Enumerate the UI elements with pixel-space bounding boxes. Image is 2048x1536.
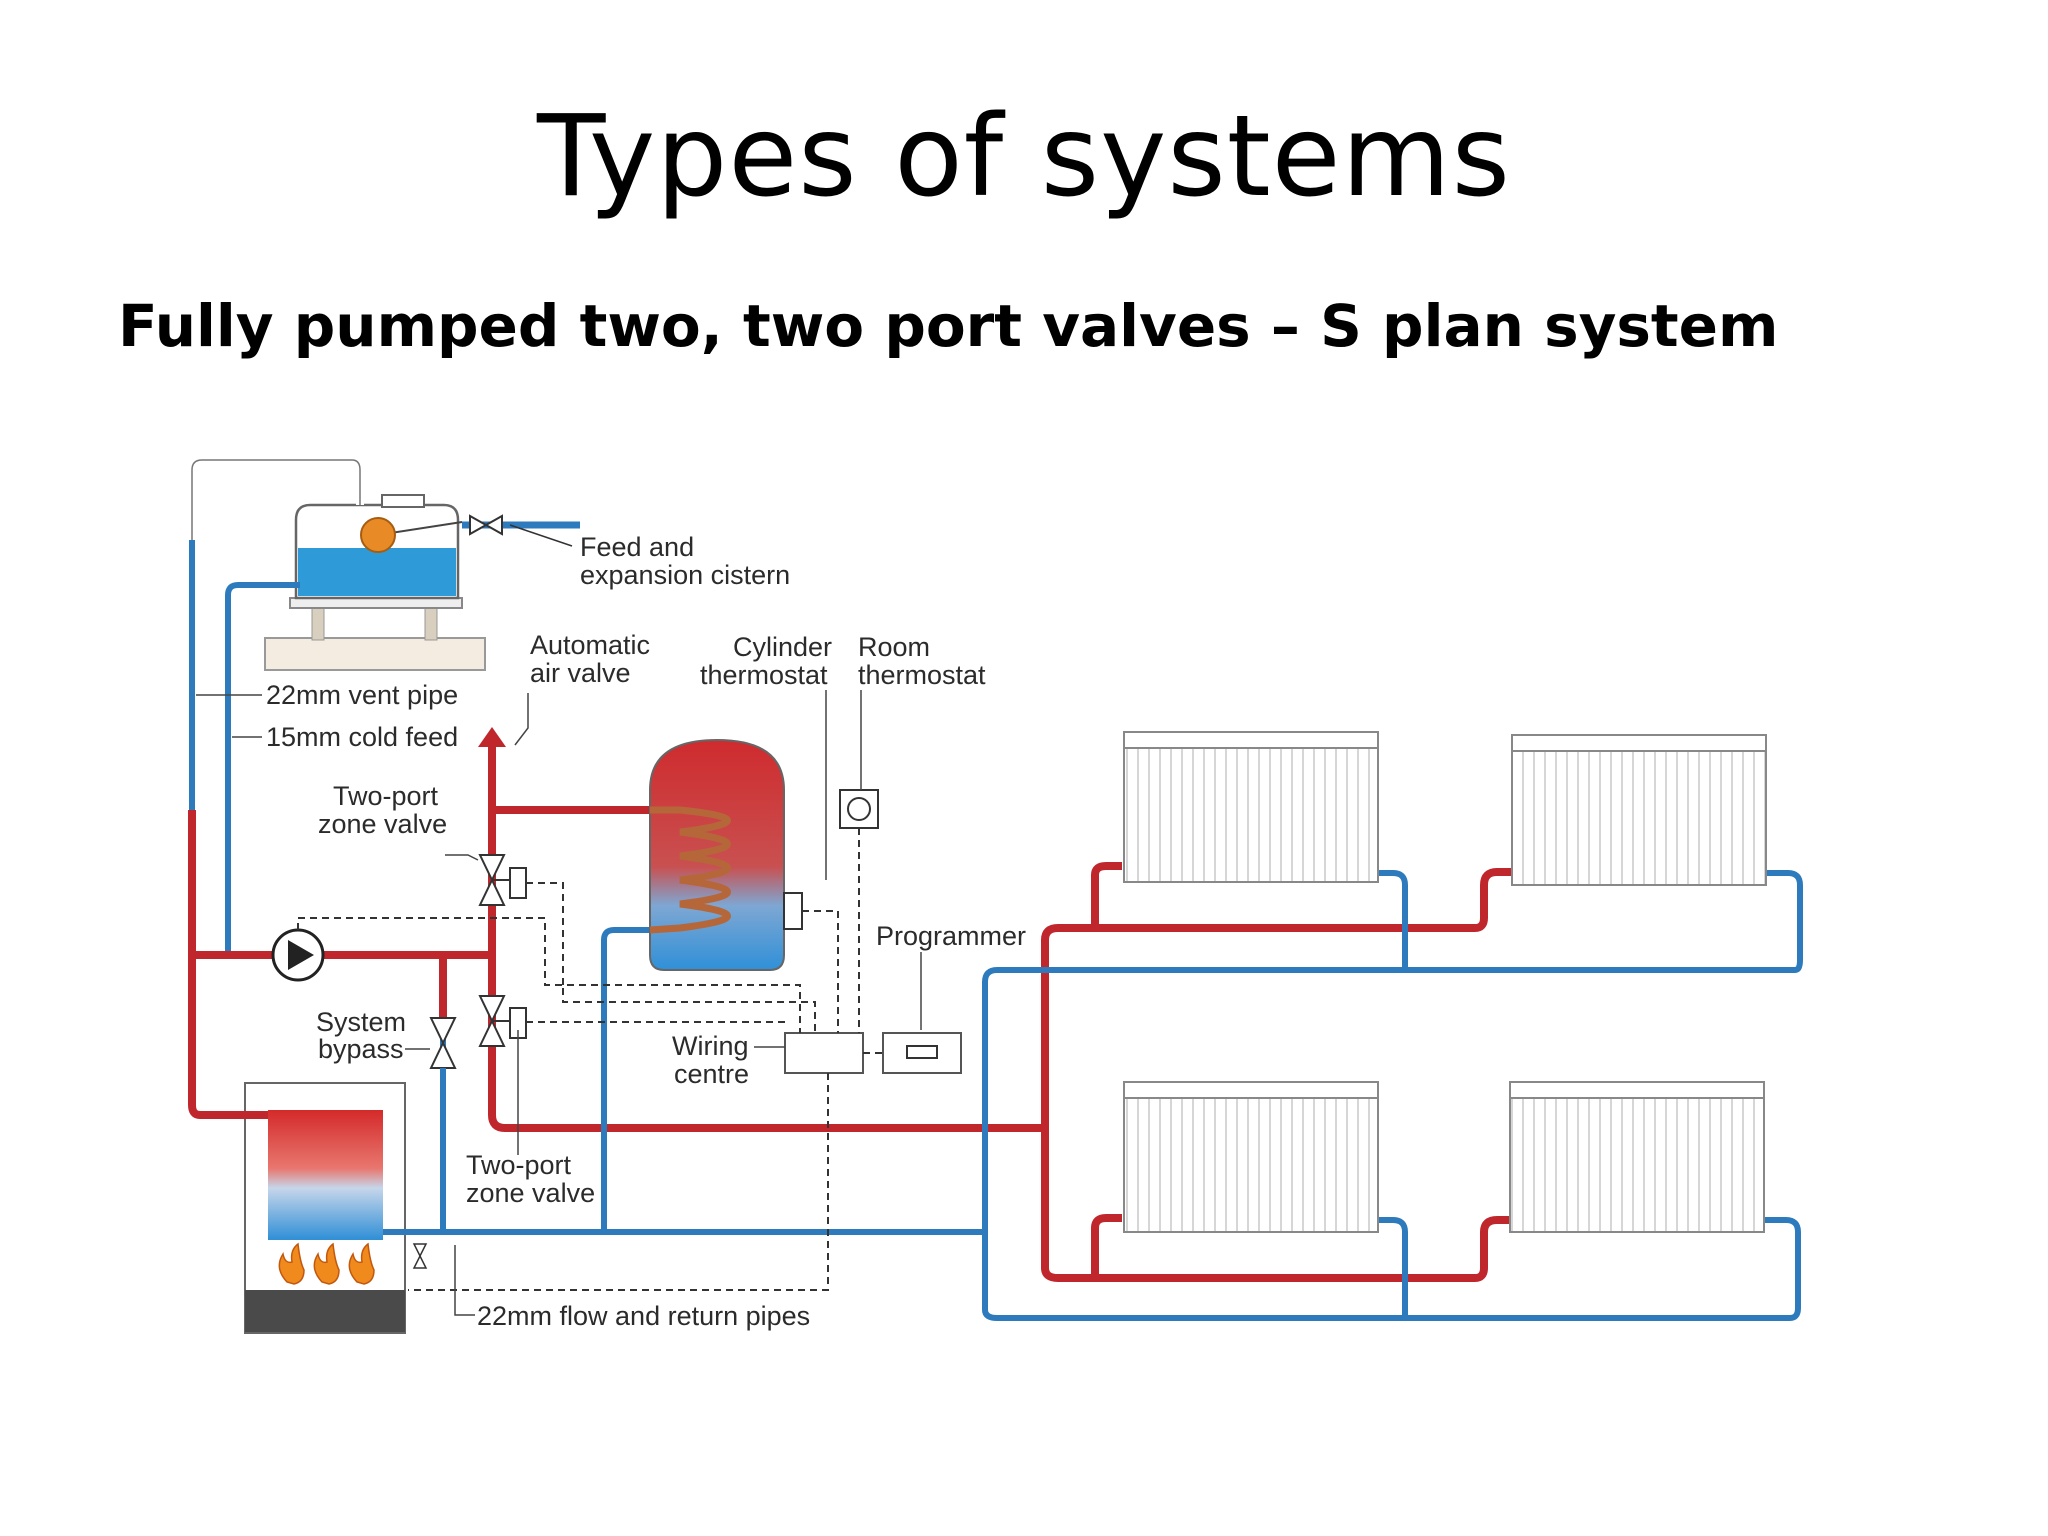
label-wiring-centre-2: centre [674,1059,749,1089]
slide-title: Types of systems [536,92,1511,222]
label-air-valve: Automatic [530,630,650,660]
zone-valve-top-icon [478,854,527,906]
label-feed-cistern: Feed and [580,532,694,562]
cylinder-coil [649,806,731,934]
air-vent-arrow-icon [478,727,506,747]
cistern-water [298,548,456,596]
label-zone-valve-bottom: Two-port [466,1150,572,1180]
flame-icon [278,1242,375,1285]
inlet-valve-icon [469,514,503,536]
cylinder-thermostat-icon [783,892,803,930]
label-flow-return-pipes: 22mm flow and return pipes [477,1301,810,1331]
float-ball-icon [360,517,396,553]
label-room-thermostat-2: thermostat [858,660,986,690]
return-pipework [383,870,1803,1321]
label-cold-feed: 15mm cold feed [266,722,458,752]
label-cylinder-thermostat-2: thermostat [700,660,828,690]
label-zone-valve-top: Two-port [333,781,439,811]
cold-feed-pipe [225,582,300,955]
leader-lines [196,690,922,1316]
radiator-top-left [1123,731,1379,883]
zone-valve-bottom-icon [478,995,527,1047]
cistern-base-plate [289,597,463,609]
label-feed-cistern-2: expansion cistern [580,560,790,590]
label-system-bypass-2: bypass [318,1034,404,1064]
label-system-bypass: System [316,1007,406,1037]
label-wiring-centre: Wiring [672,1031,749,1061]
control-wiring [297,828,883,1291]
label-programmer: Programmer [876,921,1026,951]
system-bypass-valve-icon [429,1017,457,1095]
cistern-leg-left [311,603,325,641]
wiring-centre-icon [784,1032,864,1074]
cistern-leg-right [424,603,438,641]
radiator-top-right [1511,734,1767,886]
radiator-bottom-right [1509,1081,1765,1233]
slide-subtitle: Fully pumped two, two port valves – S pl… [118,292,1779,360]
boiler-heat-exchanger [268,1110,383,1240]
vent-and-cold-feed [188,456,364,955]
cistern-stand [264,637,486,671]
label-room-thermostat: Room [858,632,930,662]
boiler-base [245,1290,405,1332]
boiler [244,1082,406,1334]
programmer-icon [882,1032,962,1074]
radiator-bottom-left [1123,1081,1379,1233]
drain-cock-icon [412,1243,428,1269]
cistern-lid [381,494,425,508]
hot-water-cylinder [649,738,803,971]
flow-pipework [188,745,1512,1282]
label-air-valve-2: air valve [530,658,631,688]
circulating-pump-icon [271,928,325,982]
label-cylinder-thermostat: Cylinder [733,632,832,662]
label-zone-valve-bottom-2: zone valve [466,1178,595,1208]
room-thermostat-icon [839,789,879,829]
label-vent-pipe: 22mm vent pipe [266,680,458,710]
feed-expansion-cistern [264,494,580,671]
label-zone-valve-top-2: zone valve [318,809,447,839]
